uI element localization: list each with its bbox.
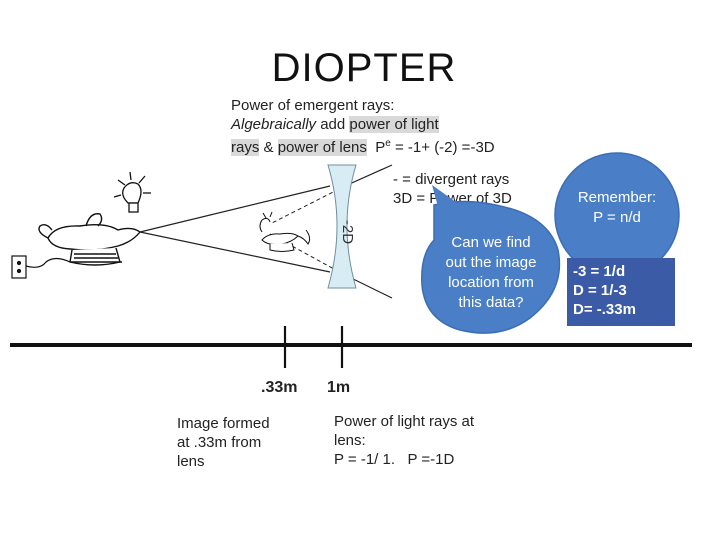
emergent-line-1: Power of emergent rays: <box>231 97 395 114</box>
divergent-line-1: - = divergent rays <box>393 171 510 188</box>
power-cord <box>25 257 71 268</box>
lightbulb-icon <box>113 171 151 213</box>
question-bubble: Can we find out the image location from … <box>445 234 537 311</box>
remember-bubble: Remember: P = n/d <box>577 189 657 226</box>
virtual-ray-top <box>269 185 346 225</box>
outlet-icon <box>11 255 27 279</box>
emergent-line-3: rays & power of lens Pe = -1+ (-2) =-3D <box>231 138 495 156</box>
image-formed-note: Image formed at .33m from lens <box>177 415 270 470</box>
emergent-rays-text: Power of emergent rays: Algebraically ad… <box>231 96 531 157</box>
divergent-ray-top <box>344 164 393 187</box>
tick-label-033m: .33m <box>261 379 298 396</box>
lens-power-label: -2D <box>339 219 356 245</box>
lamp-icon <box>38 213 141 266</box>
image-lamp-icon <box>259 211 311 252</box>
emergent-line-2: Algebraically add power of light <box>231 116 439 133</box>
page-title: DIOPTER <box>271 46 457 90</box>
tick-label-1m: 1m <box>327 379 351 396</box>
power-light-note: Power of light rays at lens: P = -1/ 1. … <box>334 413 475 468</box>
calculation-box: -3 = 1/d D = 1/-3 D= -.33m <box>567 258 675 326</box>
ray-bottom <box>139 231 331 273</box>
question-bubble-tail <box>432 185 460 214</box>
concave-lens <box>327 164 357 289</box>
question-bubble-shape <box>421 200 561 334</box>
ray-top <box>139 185 331 233</box>
